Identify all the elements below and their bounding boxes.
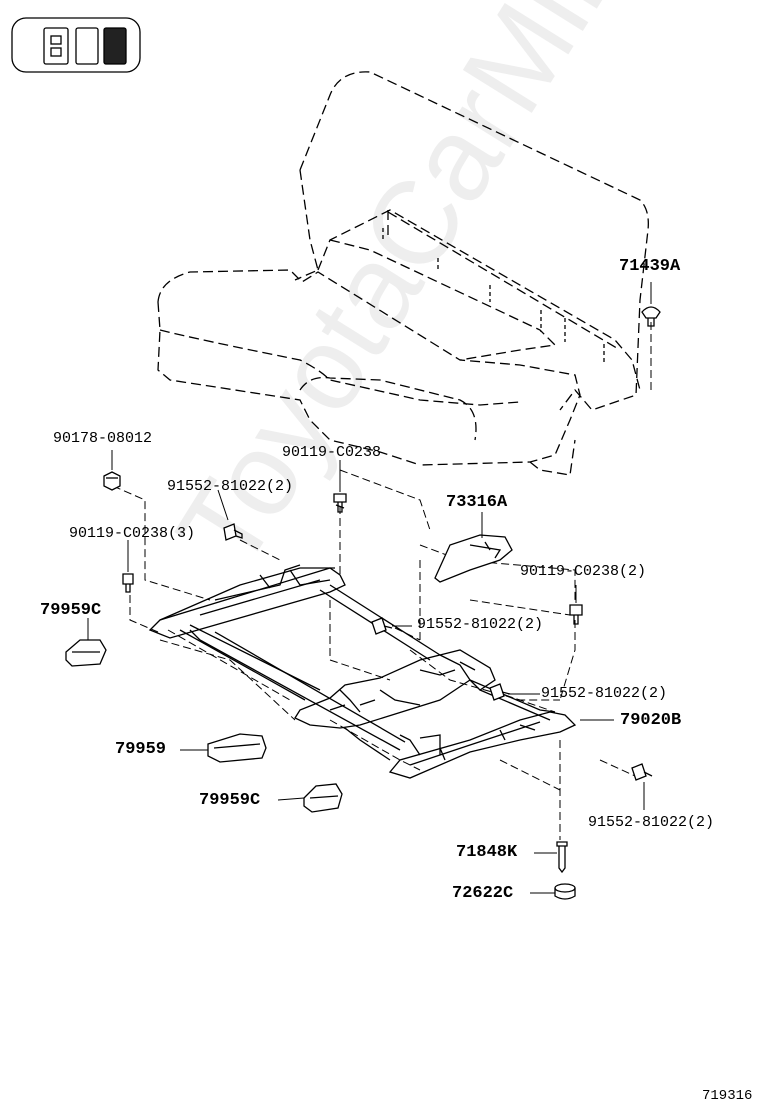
part-label-71848k[interactable]: 71848K xyxy=(456,843,518,862)
part-label-71439a[interactable]: 71439A xyxy=(619,257,681,276)
seat-back-tabs xyxy=(382,228,605,362)
part-label-91552-81022-b[interactable]: 91552-81022(2) xyxy=(417,616,544,633)
part-label-79020b[interactable]: 79020B xyxy=(620,711,682,730)
cap-79959c-bottom xyxy=(303,783,343,813)
bolt-91552-81022-b xyxy=(371,617,393,635)
part-label-91552-81022-c[interactable]: 91552-81022(2) xyxy=(541,685,668,702)
bolt-91552-81022-d xyxy=(631,763,653,781)
bolt-91552-81022-c xyxy=(489,683,511,701)
assembly-lines xyxy=(112,322,652,840)
part-label-91552-81022-d[interactable]: 91552-81022(2) xyxy=(588,814,715,831)
seat-cushion-outline xyxy=(157,269,581,476)
bolt-90178-08012 xyxy=(103,471,121,491)
pin-71848k xyxy=(556,841,568,874)
part-label-90119-c0238[interactable]: 90119-C0238 xyxy=(282,444,382,461)
part-label-79959c-bottom[interactable]: 79959C xyxy=(199,791,261,810)
part-label-79959[interactable]: 79959 xyxy=(115,740,167,759)
cap-79959 xyxy=(207,733,267,763)
clip-71439a xyxy=(641,306,661,327)
cap-72622c xyxy=(554,883,576,900)
part-label-72622c[interactable]: 72622C xyxy=(452,884,514,903)
bolt-90119-c0238 xyxy=(333,493,347,513)
part-label-90119-c0238-2[interactable]: 90119-C0238(2) xyxy=(520,563,647,580)
cover-73316a xyxy=(434,534,513,583)
bolt-90119-c0238-3 xyxy=(122,573,134,593)
part-label-79959c-left[interactable]: 79959C xyxy=(40,601,102,620)
bolt-91552-81022-a xyxy=(223,523,243,541)
leader-lines xyxy=(87,282,652,894)
seat-back-outline xyxy=(294,71,649,411)
bolt-90119-c0238-2 xyxy=(569,604,583,625)
part-label-90119-c0238-3[interactable]: 90119-C0238(3) xyxy=(69,525,196,542)
diagram-id: 719316 xyxy=(702,1088,753,1104)
part-label-91552-81022-a[interactable]: 91552-81022(2) xyxy=(167,478,294,495)
vehicle-position-icon xyxy=(11,17,141,73)
part-label-73316a[interactable]: 73316A xyxy=(446,493,508,512)
cap-79959c-left xyxy=(65,639,107,667)
part-label-90178-08012[interactable]: 90178-08012 xyxy=(53,430,153,447)
